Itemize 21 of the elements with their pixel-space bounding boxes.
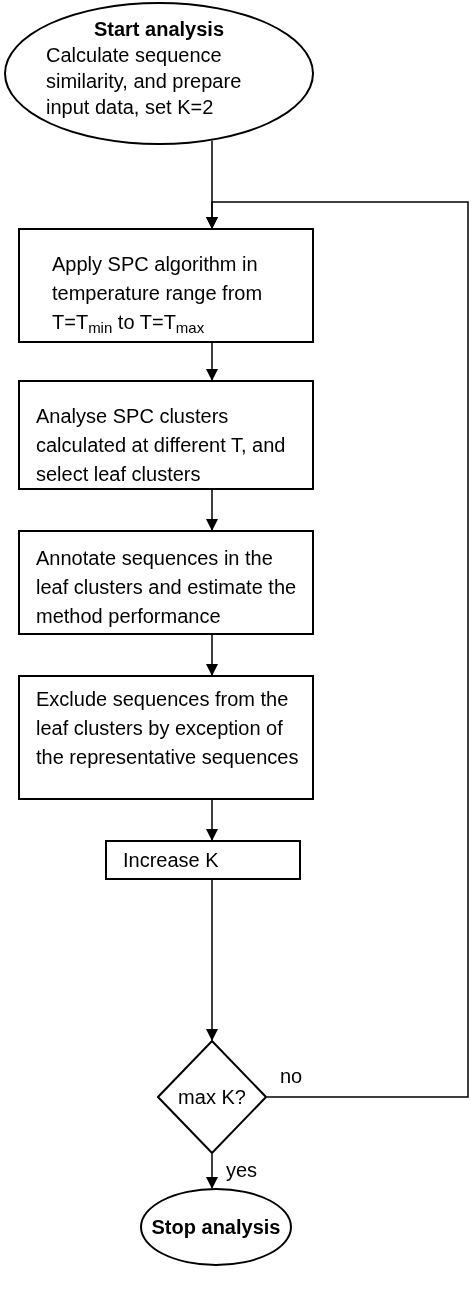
node-text: Increase K [123,848,220,873]
arrow [206,879,218,1041]
process-box [18,675,314,800]
node-heading: Start analysis [93,17,225,42]
process-box [18,530,314,635]
arrow [206,201,469,1098]
node-text: Apply SPC algorithm in temperature range from T=T$_{min}$ to T=T$_{max}$ [52,252,264,337]
arrow [206,489,218,531]
process-box [105,840,301,880]
node-heading: Stop analysis [151,1215,281,1240]
process-box [18,380,314,490]
node-text: Calculate sequence similarity, and prepare input data, set K=2 [46,43,243,120]
node-text: Analyse SPC clusters calculated at different T, and select leaf clusters [36,404,287,487]
arrow [206,799,218,841]
decision-label: max K? [178,1085,246,1110]
arrow [206,634,218,676]
node-text: Annotate sequences in the leaf clusters and estimate the method performance [36,546,298,629]
arrow [206,1153,218,1190]
node-text: Exclude sequences from the leaf clusters by exception of the representative sequences [36,687,300,770]
process-box [18,228,314,343]
arrow [206,342,218,381]
